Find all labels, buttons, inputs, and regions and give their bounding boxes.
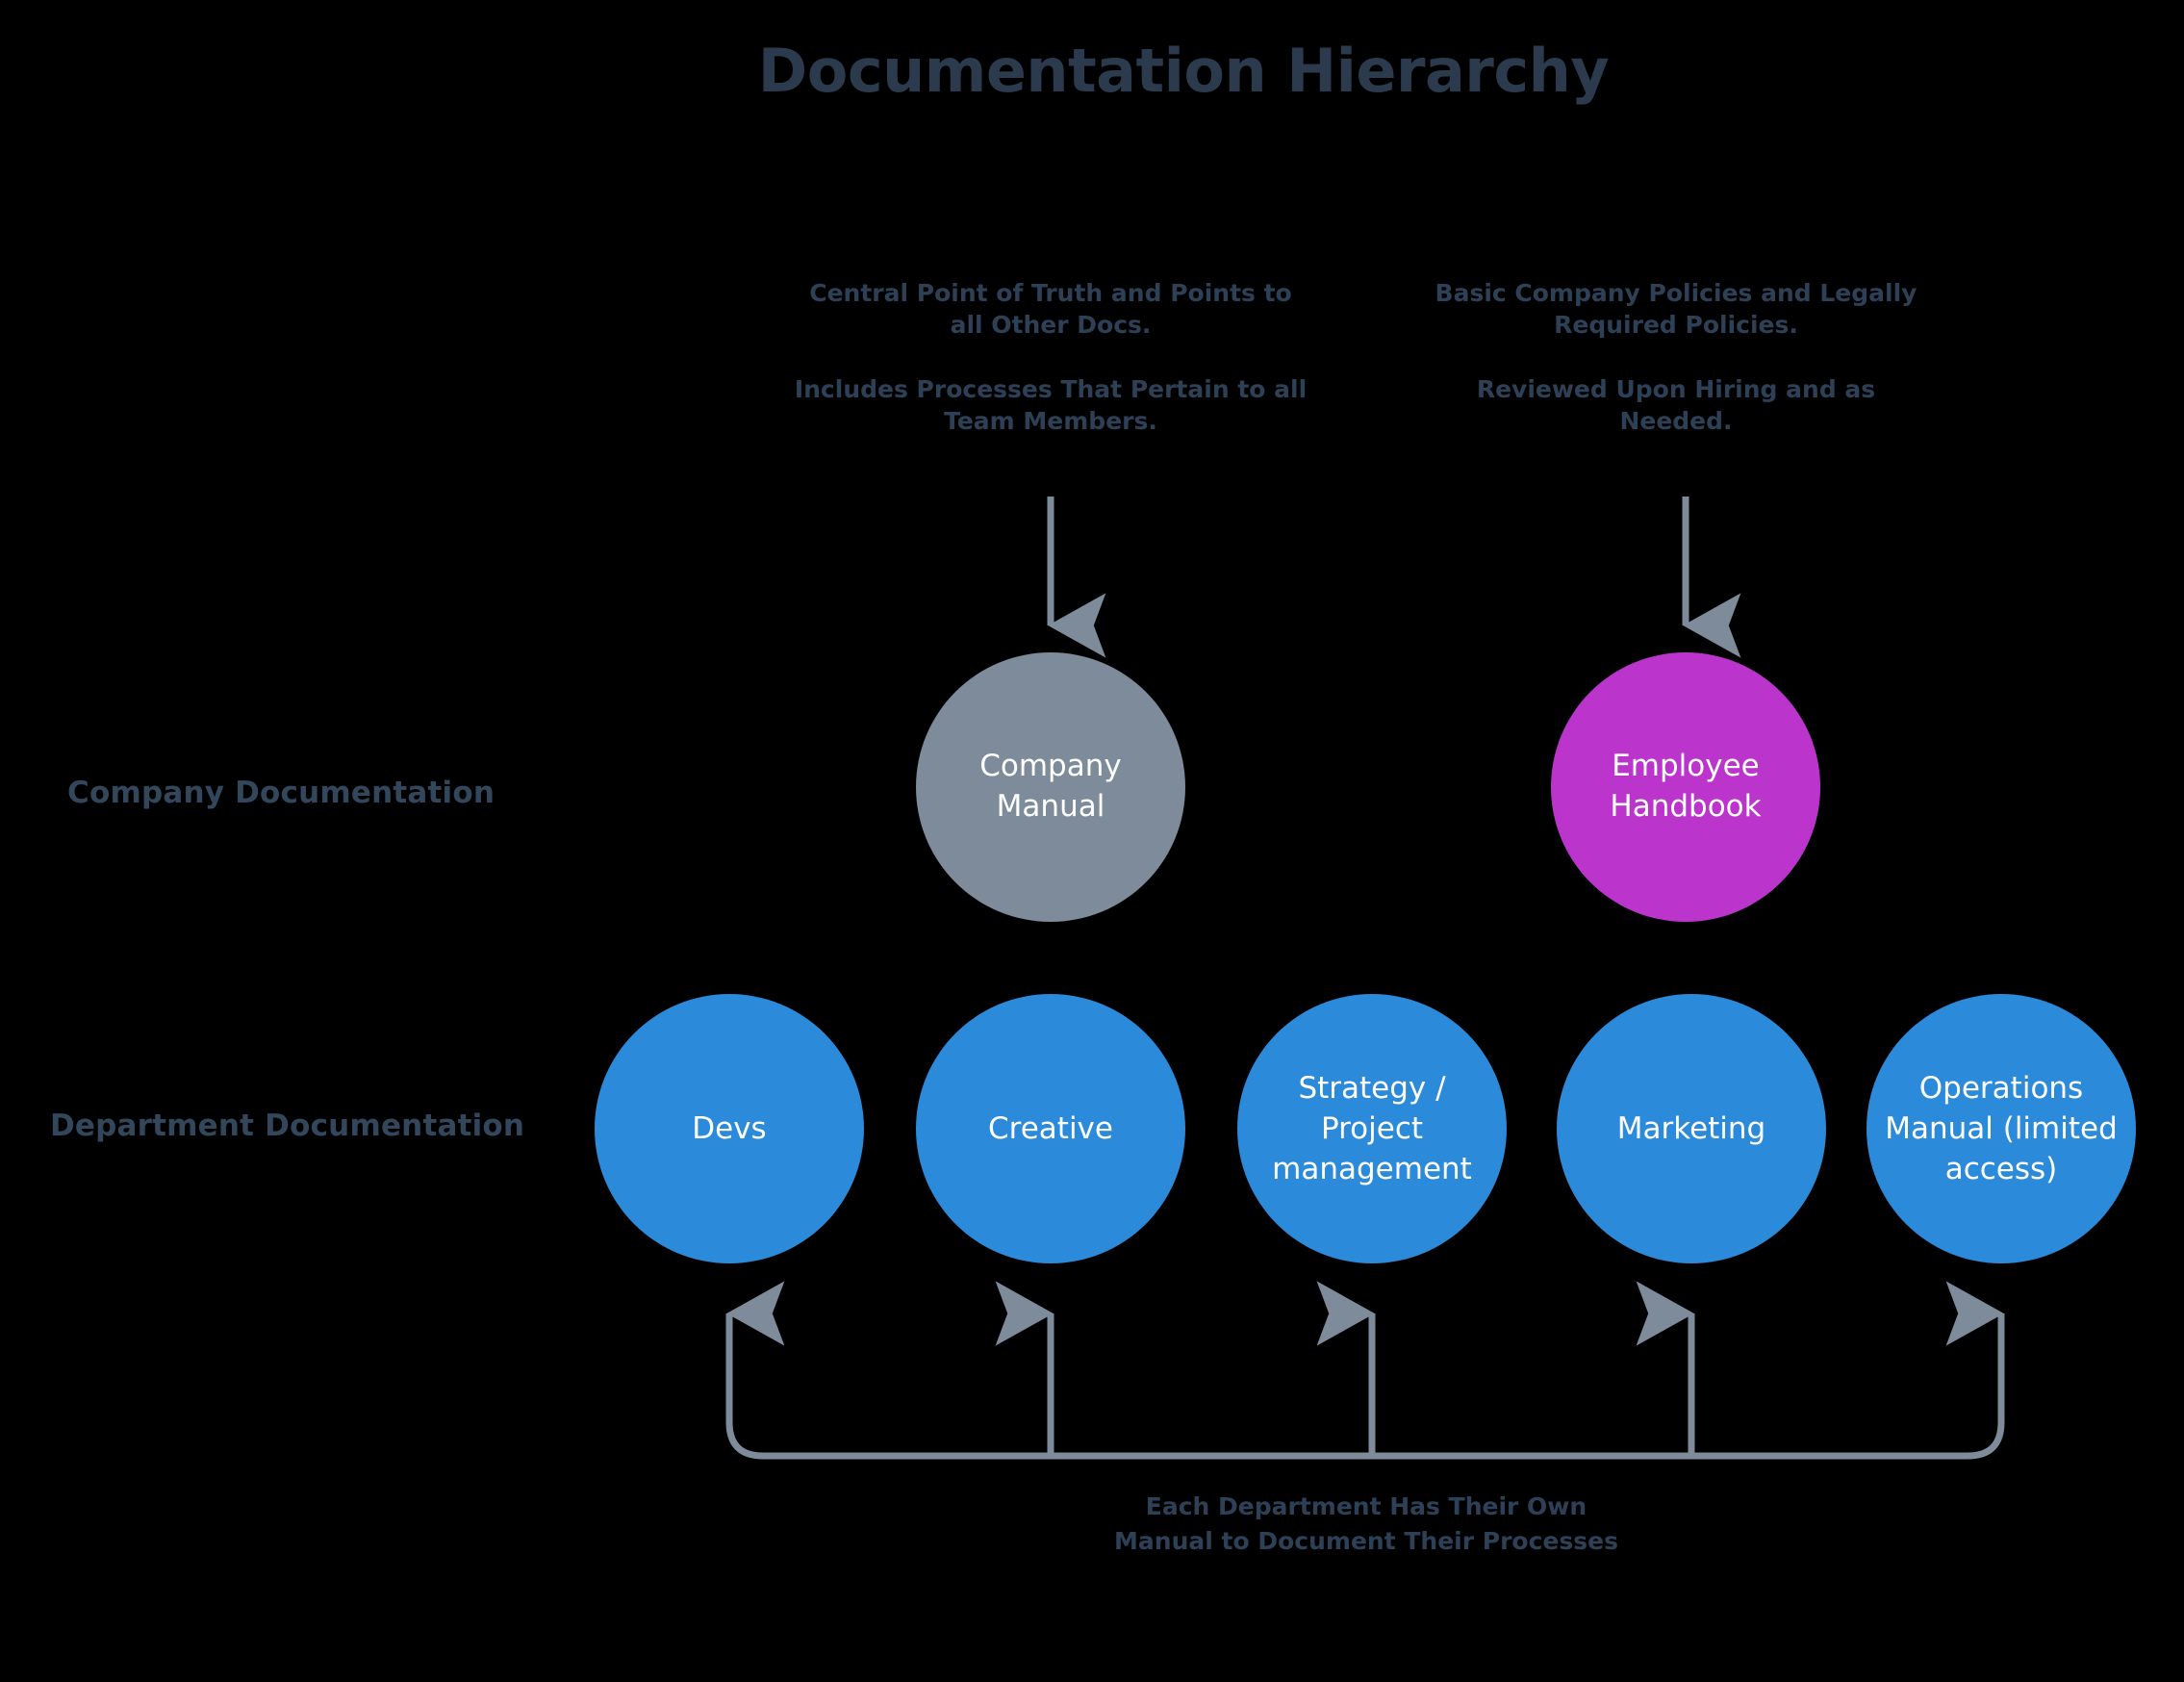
node-company-manual-label: Company Manual: [979, 749, 1122, 824]
node-employee-handbook-label: Employee Handbook: [1610, 749, 1762, 824]
node-employee-handbook[interactable]: Employee Handbook: [1551, 652, 1820, 922]
node-strategy-project-management-label: Strategy / Project management: [1272, 1070, 1472, 1187]
node-creative-label: Creative: [988, 1110, 1113, 1146]
annotation-employee-handbook-line-2: Reviewed Upon Hiring and as Needed.: [1476, 374, 1876, 435]
node-marketing[interactable]: Marketing: [1557, 994, 1826, 1263]
row-label-company-documentation: Company Documentation: [67, 776, 495, 810]
page-title: Documentation Hierarchy: [757, 36, 1610, 106]
node-devs-label: Devs: [692, 1110, 767, 1146]
annotation-department-manuals: Each Department Has Their Own Manual to …: [1097, 1490, 1636, 1559]
annotation-employee-handbook: Basic Company Policies and Legally Requi…: [1416, 277, 1936, 437]
annotation-department-manuals-line-1: Each Department Has Their Own Manual to …: [1114, 1492, 1618, 1555]
node-devs[interactable]: Devs: [595, 994, 864, 1263]
annotation-company-manual: Central Point of Truth and Points to all…: [791, 277, 1310, 437]
annotation-company-manual-line-1: Central Point of Truth and Points to all…: [809, 279, 1292, 339]
node-marketing-label: Marketing: [1616, 1110, 1766, 1146]
department-bracket: [725, 1281, 2005, 1460]
node-company-manual[interactable]: Company Manual: [916, 652, 1185, 922]
node-strategy-project-management[interactable]: Strategy / Project management: [1237, 994, 1507, 1263]
annotation-employee-handbook-line-1: Basic Company Policies and Legally Requi…: [1435, 279, 1917, 339]
node-operations-manual[interactable]: Operations Manual (limited access): [1867, 994, 2136, 1263]
node-creative[interactable]: Creative: [916, 994, 1185, 1263]
node-operations-manual-label: Operations Manual (limited access): [1885, 1070, 2118, 1187]
row-label-department-documentation: Department Documentation: [50, 1109, 525, 1143]
annotation-company-manual-line-2: Includes Processes That Pertain to all T…: [794, 374, 1308, 435]
